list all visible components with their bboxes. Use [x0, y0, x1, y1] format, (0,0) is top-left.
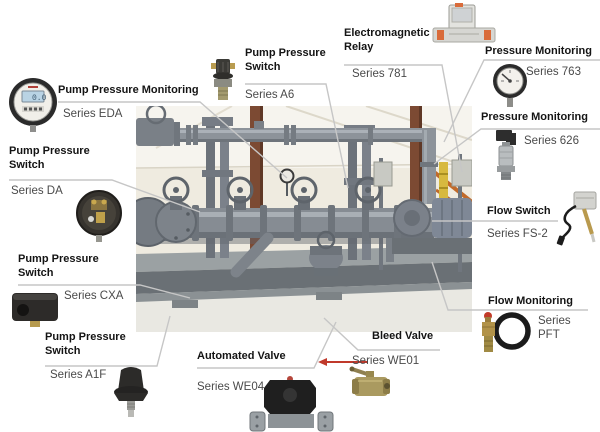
pressure-transmitter-icon	[493, 128, 521, 185]
callout-781-title: Electromagnetic Relay	[344, 27, 430, 54]
stem-pressure-switch-icon	[206, 57, 240, 110]
brass-ball-valve-icon	[344, 363, 390, 405]
callout-fs2-title: Flow Switch	[487, 205, 551, 217]
callout-763-title: Pressure Monitoring	[485, 45, 592, 57]
callout-a1f-series: Series A1F	[50, 369, 107, 381]
callout-eda-series: Series EDA	[63, 108, 123, 120]
callout-cxa-title: Pump Pressure Switch	[18, 253, 99, 280]
callout-cxa-series: Series CXA	[64, 290, 124, 302]
callout-626-title: Pressure Monitoring	[481, 111, 588, 123]
callout-pft-series: Series PFT	[538, 315, 571, 342]
callout-eda-title: Pump Pressure Monitoring	[58, 84, 199, 96]
callout-a6-title: Pump Pressure Switch	[245, 47, 326, 74]
paddle-flow-sensor-icon	[474, 306, 536, 363]
callout-we01-title: Bleed Valve	[372, 330, 434, 342]
callout-763-series: Series 763	[526, 66, 581, 78]
callout-781-series: Series 781	[352, 68, 407, 80]
pump-skid-photo	[123, 103, 474, 332]
svg-text:0.0: 0.0	[32, 94, 47, 103]
callout-pft-title: Flow Monitoring	[488, 295, 573, 307]
callout-we04-series: Series WE04	[197, 381, 265, 393]
callout-da-title: Pump Pressure Switch	[9, 145, 90, 172]
pump-skid-illustration	[123, 103, 474, 332]
callout-fs2-series: Series FS-2	[487, 228, 548, 240]
din-rail-relay-icon	[431, 2, 497, 51]
analog-pressure-gauge-icon	[491, 62, 529, 113]
box-pressure-switch-icon	[10, 291, 60, 334]
flow-switch-icon	[554, 190, 600, 253]
callout-we01-series: Series WE01	[352, 355, 420, 367]
callout-a1f-title: Pump Pressure Switch	[45, 331, 126, 358]
callout-we04-title: Automated Valve	[197, 350, 286, 362]
callout-626-series: Series 626	[524, 135, 579, 147]
dome-pressure-switch-icon	[108, 363, 154, 424]
round-pressure-switch-icon	[76, 188, 122, 247]
digital-pressure-gauge-icon: 0.0	[8, 76, 60, 137]
actuated-ball-valve-icon	[246, 375, 340, 432]
callout-a6-series: Series A6	[245, 89, 295, 101]
callout-da-series: Series DA	[11, 185, 63, 197]
